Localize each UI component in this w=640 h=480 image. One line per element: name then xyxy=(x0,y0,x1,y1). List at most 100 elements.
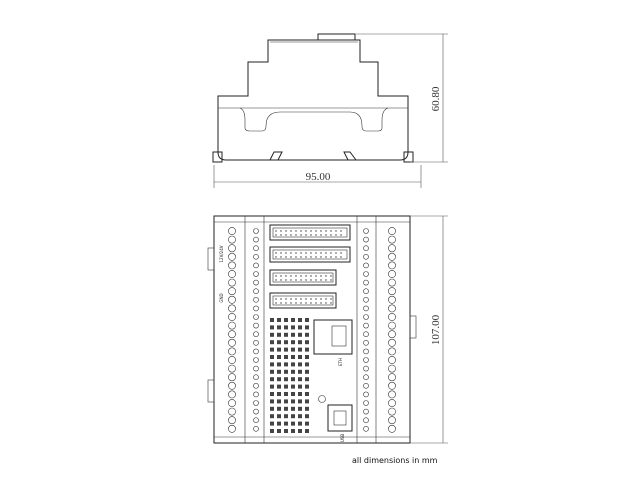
terminal-screw xyxy=(388,287,396,296)
terminal-screw xyxy=(388,373,396,382)
io-led xyxy=(298,318,302,322)
io-led xyxy=(291,318,295,322)
io-pin xyxy=(253,288,259,295)
terminal-screw xyxy=(228,356,236,364)
io-led xyxy=(270,392,274,396)
io-led xyxy=(291,355,295,359)
io-led xyxy=(305,406,309,411)
io-pin xyxy=(253,357,259,363)
io-pin xyxy=(363,236,369,243)
terminal-screw xyxy=(228,295,236,304)
io-led xyxy=(291,384,295,389)
io-led xyxy=(284,406,288,411)
io-led xyxy=(284,399,288,404)
io-led xyxy=(284,377,288,382)
io-led xyxy=(284,429,288,433)
ethernet-port xyxy=(313,319,353,355)
terminal-screw xyxy=(228,373,236,382)
height-dimension: 60.80 xyxy=(430,86,442,111)
terminal-screw xyxy=(388,227,396,235)
top-view: 95.00 60.80 xyxy=(212,33,448,188)
usb-port xyxy=(327,404,353,432)
io-led xyxy=(284,369,288,374)
right-clip xyxy=(409,315,417,339)
io-pin xyxy=(253,262,259,269)
io-led xyxy=(291,406,295,411)
io-led xyxy=(277,325,281,330)
io-led xyxy=(277,369,281,374)
ribbon-connector xyxy=(269,269,337,286)
io-led xyxy=(298,355,302,359)
io-led xyxy=(291,369,295,374)
io-led xyxy=(291,362,295,367)
left-clip-lower xyxy=(207,379,215,403)
io-led xyxy=(270,332,274,337)
io-pin xyxy=(253,400,259,406)
io-pin xyxy=(253,228,259,234)
io-pin xyxy=(363,279,369,286)
io-led xyxy=(277,377,281,382)
io-led xyxy=(284,325,288,330)
terminal-screw xyxy=(388,347,396,356)
io-pin xyxy=(363,288,369,295)
io-led xyxy=(270,421,274,426)
io-led xyxy=(284,392,288,396)
io-led xyxy=(291,392,295,396)
io-pin xyxy=(363,253,369,260)
terminal-screw xyxy=(228,287,236,296)
terminal-screw xyxy=(228,416,236,425)
io-led xyxy=(277,340,281,345)
io-pin xyxy=(253,331,259,338)
io-pin xyxy=(253,279,259,286)
io-pin xyxy=(363,365,369,372)
housing-recess xyxy=(239,107,389,132)
io-pin xyxy=(363,245,369,251)
io-led xyxy=(298,399,302,404)
io-pin xyxy=(253,425,259,432)
io-led xyxy=(284,362,288,367)
terminal-screw xyxy=(228,252,236,261)
io-led xyxy=(305,332,309,337)
gnd-label: GND xyxy=(219,293,224,302)
io-pin xyxy=(363,382,369,389)
terminal-screw xyxy=(228,235,236,244)
io-led xyxy=(284,340,288,345)
io-led xyxy=(270,414,274,419)
io-pin xyxy=(253,408,259,415)
io-pin xyxy=(253,348,259,355)
io-pin xyxy=(363,331,369,338)
io-led xyxy=(305,392,309,396)
io-led xyxy=(270,347,274,352)
io-led xyxy=(270,362,274,367)
io-led xyxy=(305,429,309,433)
io-led xyxy=(277,406,281,411)
usb-jack xyxy=(333,410,347,426)
io-led xyxy=(270,318,274,322)
io-led xyxy=(305,318,309,322)
eth-label: ETH xyxy=(338,358,343,366)
io-led xyxy=(284,421,288,426)
power-label: 12V/24V xyxy=(219,245,224,262)
io-pin xyxy=(253,382,259,389)
io-pin xyxy=(253,322,259,329)
io-led xyxy=(291,377,295,382)
usb-label: USB xyxy=(340,434,345,442)
io-pin xyxy=(363,322,369,329)
io-pin xyxy=(363,305,369,312)
io-pin xyxy=(253,339,259,346)
io-pin xyxy=(363,348,369,355)
housing-outline xyxy=(217,39,409,161)
terminal-screw xyxy=(388,295,396,304)
terminal-screw xyxy=(388,304,396,313)
io-pin xyxy=(363,314,369,320)
terminal-screw xyxy=(388,278,396,287)
terminal-screw xyxy=(388,321,396,330)
io-led xyxy=(284,318,288,322)
io-led xyxy=(284,384,288,389)
io-pin xyxy=(253,236,259,243)
io-pin xyxy=(253,314,259,320)
terminal-screw xyxy=(228,321,236,330)
io-led xyxy=(298,332,302,337)
io-led xyxy=(298,384,302,389)
io-led xyxy=(305,421,309,426)
